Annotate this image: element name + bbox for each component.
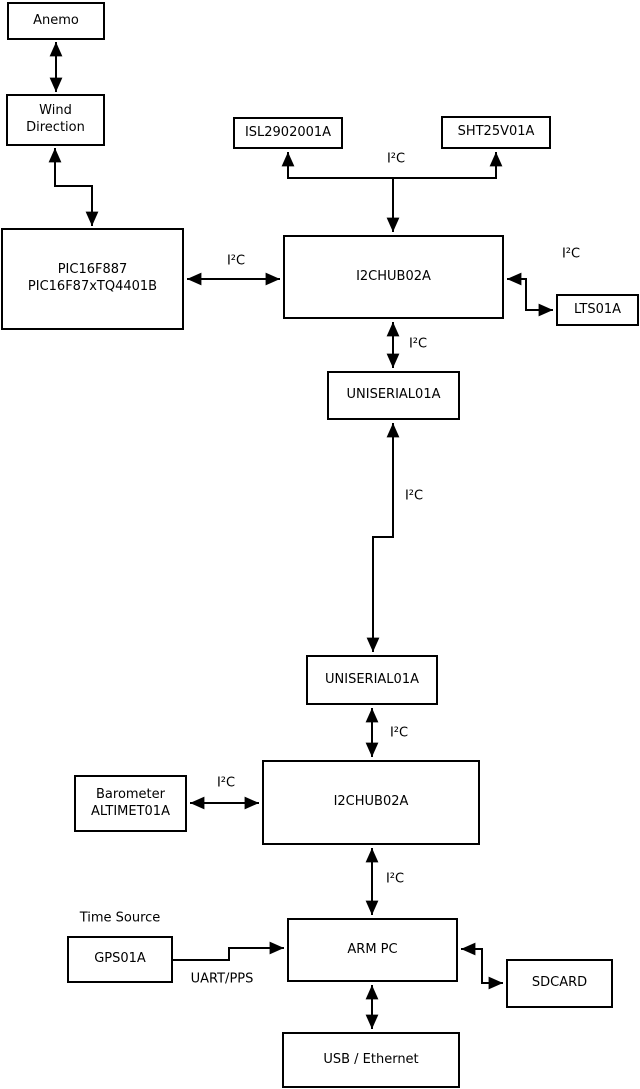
- edge-label-time-source: Time Source: [79, 910, 161, 926]
- node-usb-ethernet: USB / Ethernet: [282, 1032, 460, 1088]
- node-isl2902001a-label: ISL2902001A: [244, 124, 332, 140]
- node-i2chub02a-2: I2CHUB02A: [262, 760, 480, 845]
- node-gps01a: GPS01A: [67, 936, 173, 983]
- node-i2chub02a-2-label: I2CHUB02A: [333, 794, 409, 810]
- edge-label-i2c-hub1-uniserial1: I²C: [408, 336, 428, 352]
- edge-gps-armpc: [173, 941, 284, 961]
- node-i2chub02a-1-label: I2CHUB02A: [356, 268, 431, 284]
- node-isl2902001a: ISL2902001A: [233, 117, 343, 149]
- node-anemo-label: Anemo: [33, 12, 79, 28]
- node-pic16f887: PIC16F887 PIC16F87xTQ4401B: [1, 228, 184, 330]
- edge-label-i2c-uniserial2-hub2: I²C: [389, 725, 409, 741]
- node-gps01a-label: GPS01A: [94, 951, 146, 967]
- node-usb-ethernet-label: USB / Ethernet: [323, 1051, 419, 1067]
- node-wind-direction: Wind Direction: [6, 94, 105, 146]
- edge-armpc-sdcard: [461, 942, 503, 990]
- node-sht25v01a-label: SHT25V01A: [457, 124, 535, 140]
- edge-label-i2c-hub1-lts: I²C: [561, 246, 581, 262]
- edge-label-i2c-barometer-hub2: I²C: [216, 775, 236, 791]
- edge-winddirection-pic: [48, 148, 99, 226]
- node-lts01a: LTS01A: [556, 294, 639, 326]
- node-i2chub02a-1: I2CHUB02A: [283, 235, 504, 319]
- edge-label-uart-pps: UART/PPS: [190, 971, 254, 987]
- node-barometer-altimet01a: Barometer ALTIMET01A: [74, 775, 187, 832]
- node-anemo: Anemo: [7, 2, 105, 40]
- node-uniserial01a-2: UNISERIAL01A: [306, 655, 438, 705]
- edge-label-i2c-uniserial1-uniserial2: I²C: [404, 488, 424, 504]
- node-wind-direction-label: Wind Direction: [26, 103, 85, 135]
- edge-label-i2c-bus: I²C: [386, 151, 406, 167]
- edge-label-i2c-hub2-armpc: I²C: [385, 871, 405, 887]
- edge-uniserial1-uniserial2: [366, 423, 400, 652]
- node-lts01a-label: LTS01A: [573, 301, 622, 317]
- node-barometer-altimet01a-label: Barometer ALTIMET01A: [91, 786, 170, 819]
- node-uniserial01a-1-label: UNISERIAL01A: [346, 387, 441, 403]
- node-arm-pc-label: ARM PC: [347, 941, 398, 957]
- node-pic16f887-label: PIC16F887 PIC16F87xTQ4401B: [27, 262, 158, 294]
- edge-label-i2c-pic-hub1: I²C: [226, 253, 246, 269]
- node-arm-pc: ARM PC: [287, 918, 458, 982]
- node-sdcard: SDCARD: [506, 959, 613, 1008]
- node-uniserial01a-1: UNISERIAL01A: [327, 371, 460, 420]
- node-sht25v01a: SHT25V01A: [441, 116, 551, 149]
- node-uniserial01a-2-label: UNISERIAL01A: [325, 671, 419, 687]
- node-sdcard-label: SDCARD: [531, 975, 588, 991]
- edge-hub1-lts: [507, 272, 553, 317]
